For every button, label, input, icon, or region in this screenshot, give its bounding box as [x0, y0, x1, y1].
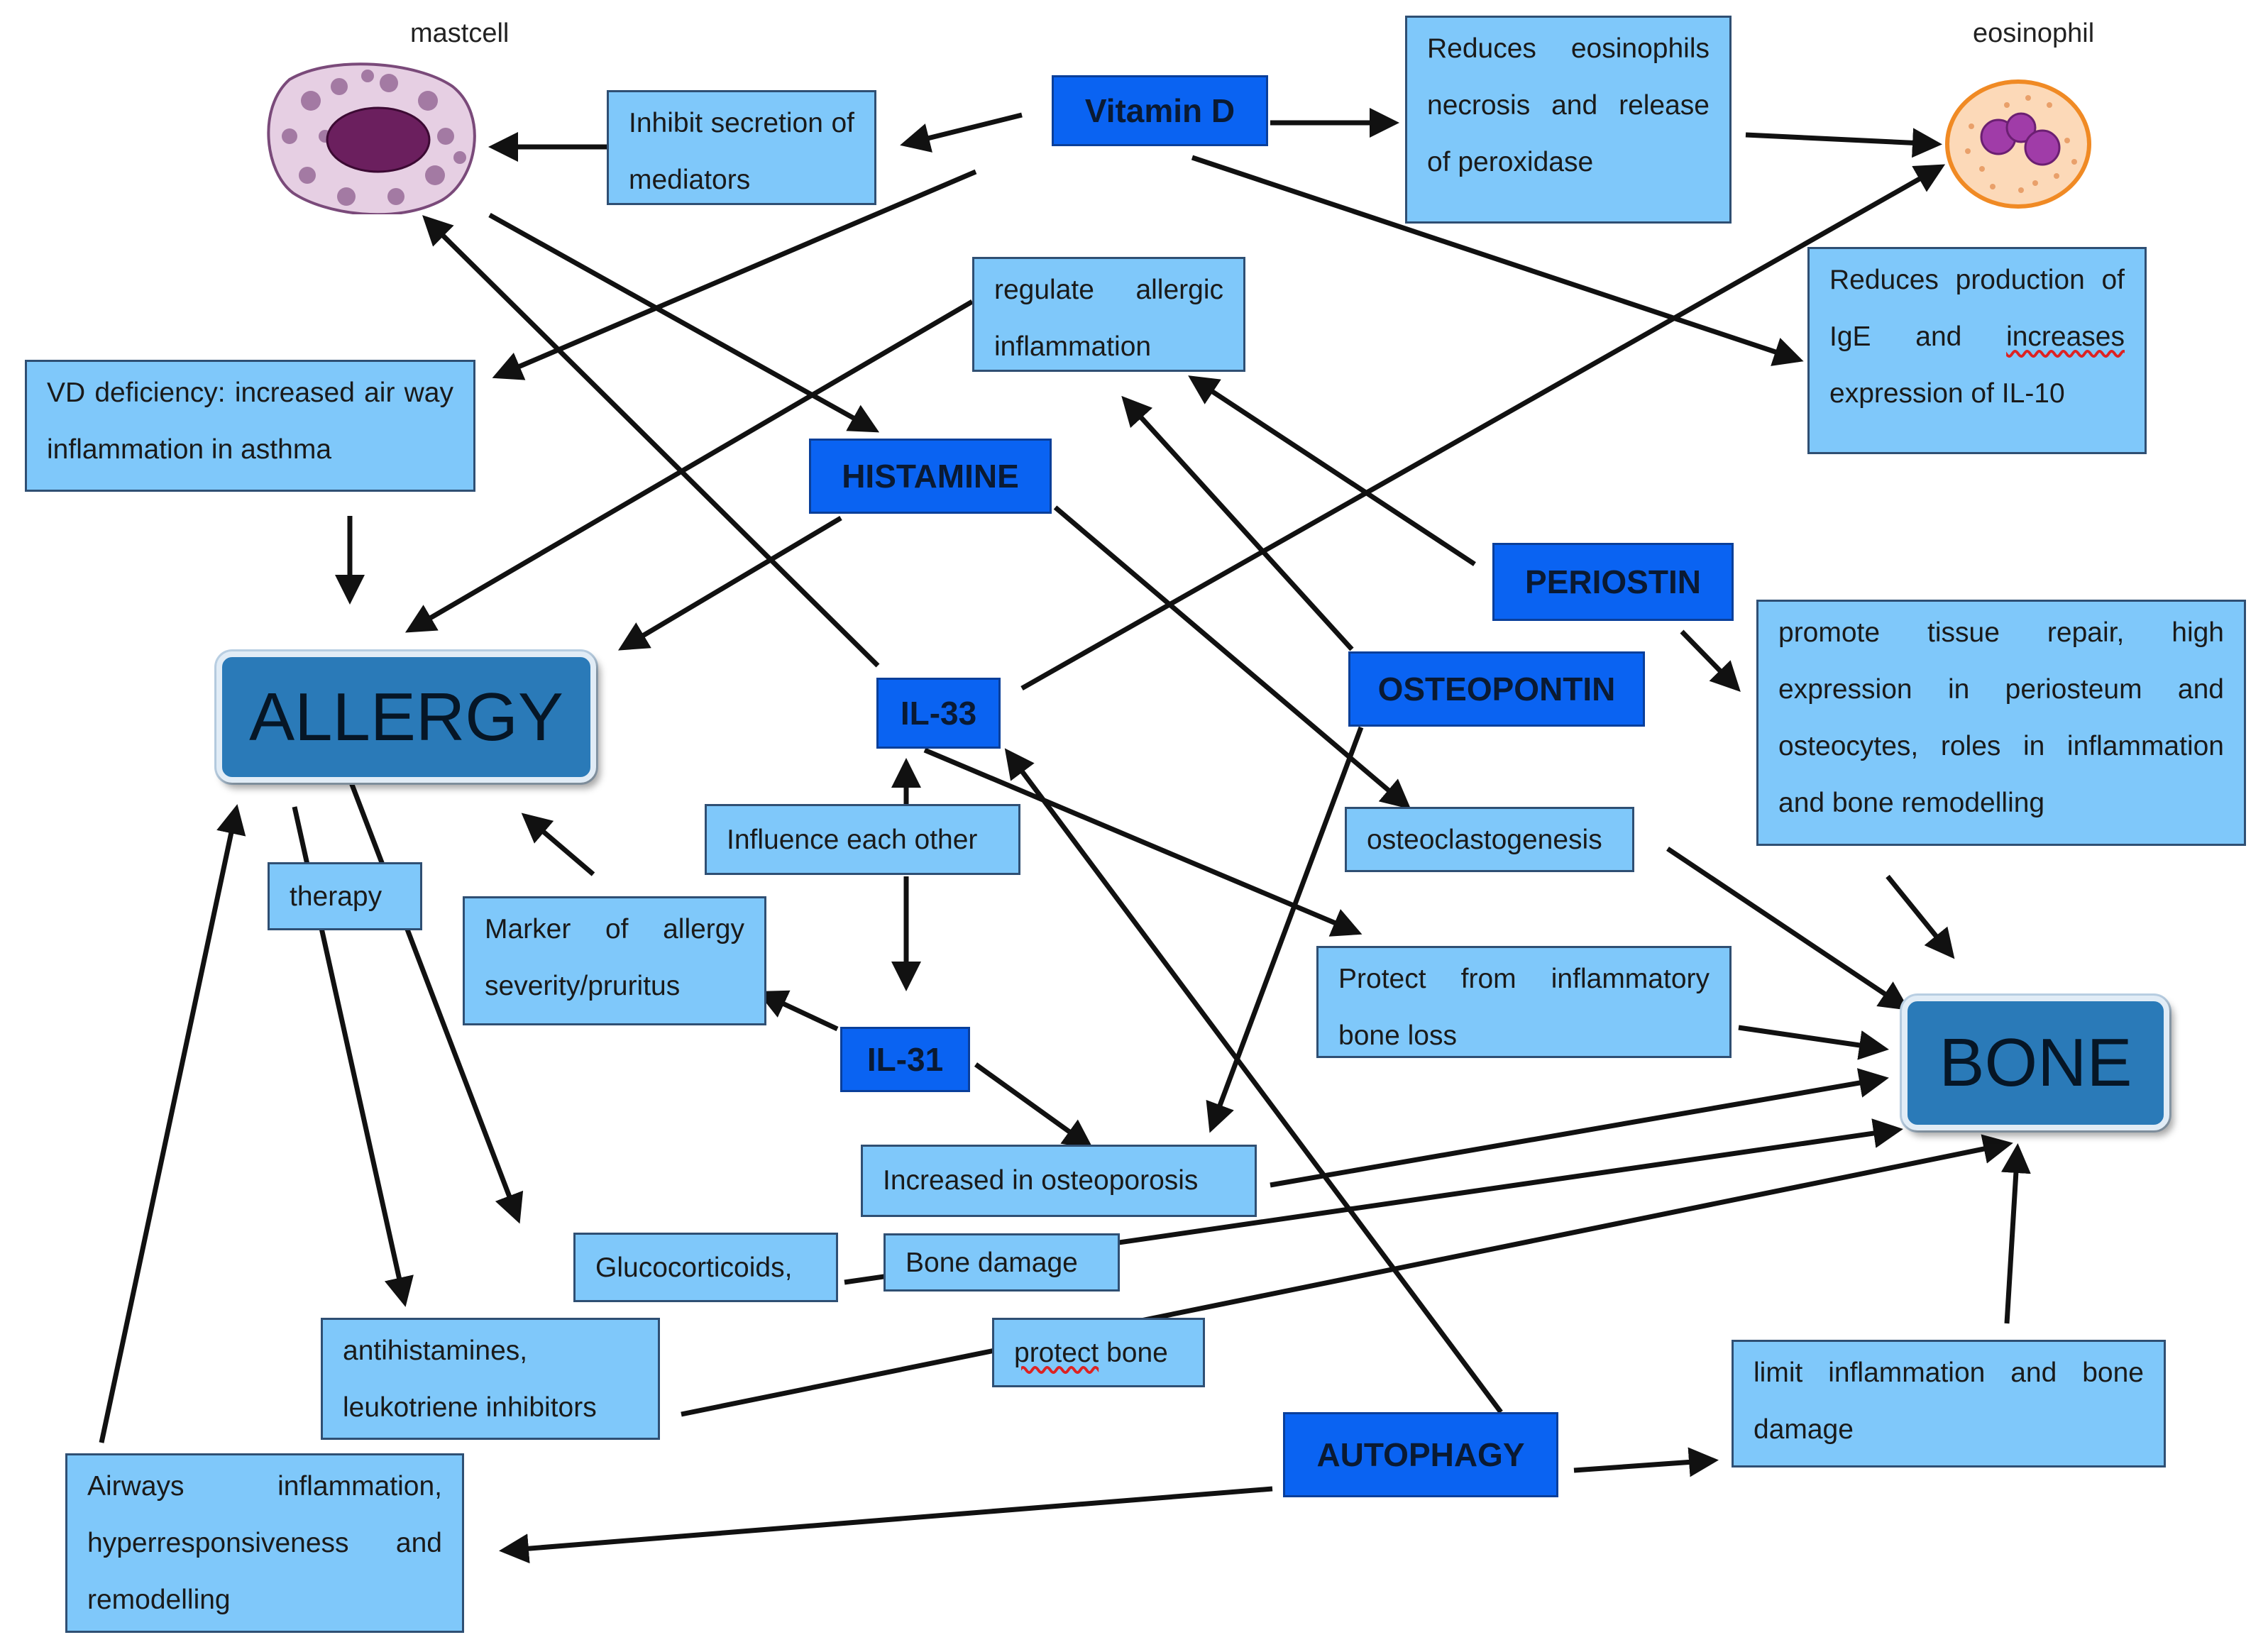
autophagy-node: AUTOPHAGY: [1283, 1412, 1558, 1497]
therapy-note: therapy: [268, 862, 422, 930]
protect-bone-note: protect bone: [992, 1318, 1205, 1387]
vd-deficiency-note: VD deficiency: increased air way inflamm…: [25, 360, 475, 492]
arrow-autophagy-to-limit: [1573, 1447, 1719, 1477]
arrow-histamine-to-allergy: [617, 515, 842, 651]
il33-node: IL-33: [876, 678, 1001, 749]
arrow-osteopontin-to-regulate: [1121, 395, 1354, 651]
limit-inflammation-note: limit inflammation and bone damage: [1732, 1340, 2166, 1467]
arrow-il33-to-protect-inflammatory: [923, 747, 1363, 937]
protect-inflammatory-note: Protect from inflammatory bone loss: [1316, 946, 1732, 1058]
arrow-il31-to-osteoporosis: [974, 1062, 1094, 1150]
inhibit-secretion-note: Inhibit secretion of mediators: [607, 90, 876, 205]
arrow-limit-to-bone: [2000, 1143, 2031, 1324]
osteopontin-node: OSTEOPONTIN: [1348, 651, 1645, 727]
mastcell-image: [267, 62, 476, 214]
arrow-periostin-to-promote: [1680, 629, 1741, 693]
marker-allergy-note: Marker of allergy severity/pruritus: [463, 896, 766, 1025]
reduces-eosinophils-note: Reduces eosinophils necrosis and release…: [1405, 16, 1732, 224]
reduces-ige-note: Reduces production of IgE and increases …: [1807, 247, 2147, 454]
arrow-osteoclasto-to-bone: [1666, 847, 1910, 1011]
arrow-il31-to-marker: [756, 990, 839, 1032]
arrow-osteoporosis-to-bone: [1270, 1068, 1889, 1188]
osteoclastogenesis-note: osteoclastogenesis: [1345, 807, 1634, 872]
promote-tissue-note: promote tissue repair, high expression i…: [1756, 600, 2246, 846]
allergy-node: ALLERGY: [216, 651, 596, 783]
arrow-mastcell-to-histamine: [488, 212, 880, 433]
arrow-antihistamines-to-bone: [681, 1134, 2013, 1417]
eosinophil-image: [1945, 79, 2091, 209]
arrow-autophagy-to-airways: [499, 1486, 1273, 1564]
increased-osteoporosis-note: Increased in osteoporosis: [861, 1145, 1257, 1217]
vitamin-d-node: Vitamin D: [1052, 75, 1268, 146]
arrow-vitd-to-vd-deficiency: [492, 169, 977, 380]
arrow-allergy-to-glucocorticoids: [348, 781, 524, 1224]
arrow-regulate-to-allergy: [404, 299, 974, 633]
arrow-promote-to-bone: [1886, 874, 1955, 959]
arrow-protect-inflammatory-to-bone: [1738, 1025, 1889, 1060]
arrow-osteopontin-to-osteoporosis: [1206, 726, 1364, 1133]
airways-note: Airways inflammation, hyperresponsivenes…: [65, 1453, 464, 1633]
periostin-node: PERIOSTIN: [1492, 543, 1734, 621]
arrow-il33-to-eosinophil: [1020, 164, 1946, 691]
glucocorticoids-note: Glucocorticoids,: [573, 1233, 838, 1302]
bone-damage-note: Bone damage: [883, 1233, 1120, 1292]
arrow-eosnote-to-eosinophil: [1745, 128, 1942, 158]
bone-node: BONE: [1902, 996, 2169, 1130]
regulate-allergic-note: regulate allergic inflammation: [972, 257, 1245, 372]
arrow-airways-to-allergy: [99, 804, 246, 1443]
arrow-periostin-to-regulate: [1188, 375, 1476, 566]
reduces-ige-text: Reduces production of IgE and: [1829, 265, 2125, 352]
arrow-il33-to-mastcell: [422, 215, 880, 668]
antihistamines-note: antihistamines, leukotriene inhibitors: [321, 1318, 660, 1440]
bone-word: bone: [1099, 1338, 1168, 1368]
histamine-node: HISTAMINE: [809, 439, 1052, 514]
eosinophil-caption: eosinophil: [1973, 18, 2095, 48]
influence-each-other-note: Influence each other: [705, 804, 1020, 875]
mastcell-caption: mastcell: [410, 18, 510, 48]
arrow-autophagy-to-il33: [1004, 748, 1503, 1414]
il31-node: IL-31: [840, 1027, 970, 1092]
arrow-vitd-to-ige-note: [1191, 155, 1804, 366]
increases-word: increases: [2006, 321, 2125, 352]
il10-text: expression of IL-10: [1829, 378, 2065, 409]
arrow-marker-to-allergy: [521, 813, 595, 876]
protect-word: protect: [1014, 1338, 1099, 1368]
arrow-vitd-to-inhibit: [900, 112, 1023, 153]
